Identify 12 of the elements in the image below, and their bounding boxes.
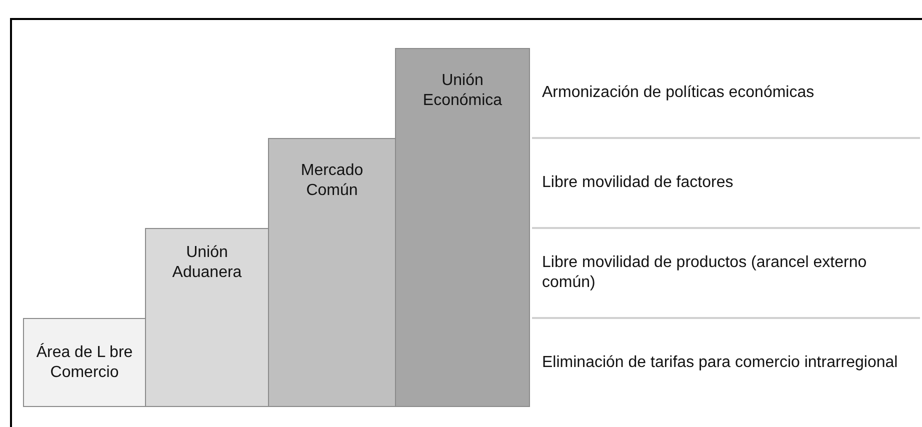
level-description: Libre movilidad de factores <box>542 173 734 193</box>
level-description: Armonización de políticas económicas <box>542 83 814 103</box>
level-description: Libre movilidad de productos (arancel externo común) <box>542 253 868 293</box>
step-bar <box>145 228 269 407</box>
stage-name: Mercado Común <box>300 161 364 201</box>
stage-name: Unión Económica <box>422 71 504 111</box>
step-bar <box>23 318 146 407</box>
level-description: Eliminación de tarifas para comercio intrarregional <box>542 353 898 373</box>
step-bar <box>268 138 396 407</box>
stage-name: Área de L bre Comercio <box>35 342 134 382</box>
stage-name: Unión Aduanera <box>171 243 243 283</box>
step-bar <box>395 48 530 407</box>
